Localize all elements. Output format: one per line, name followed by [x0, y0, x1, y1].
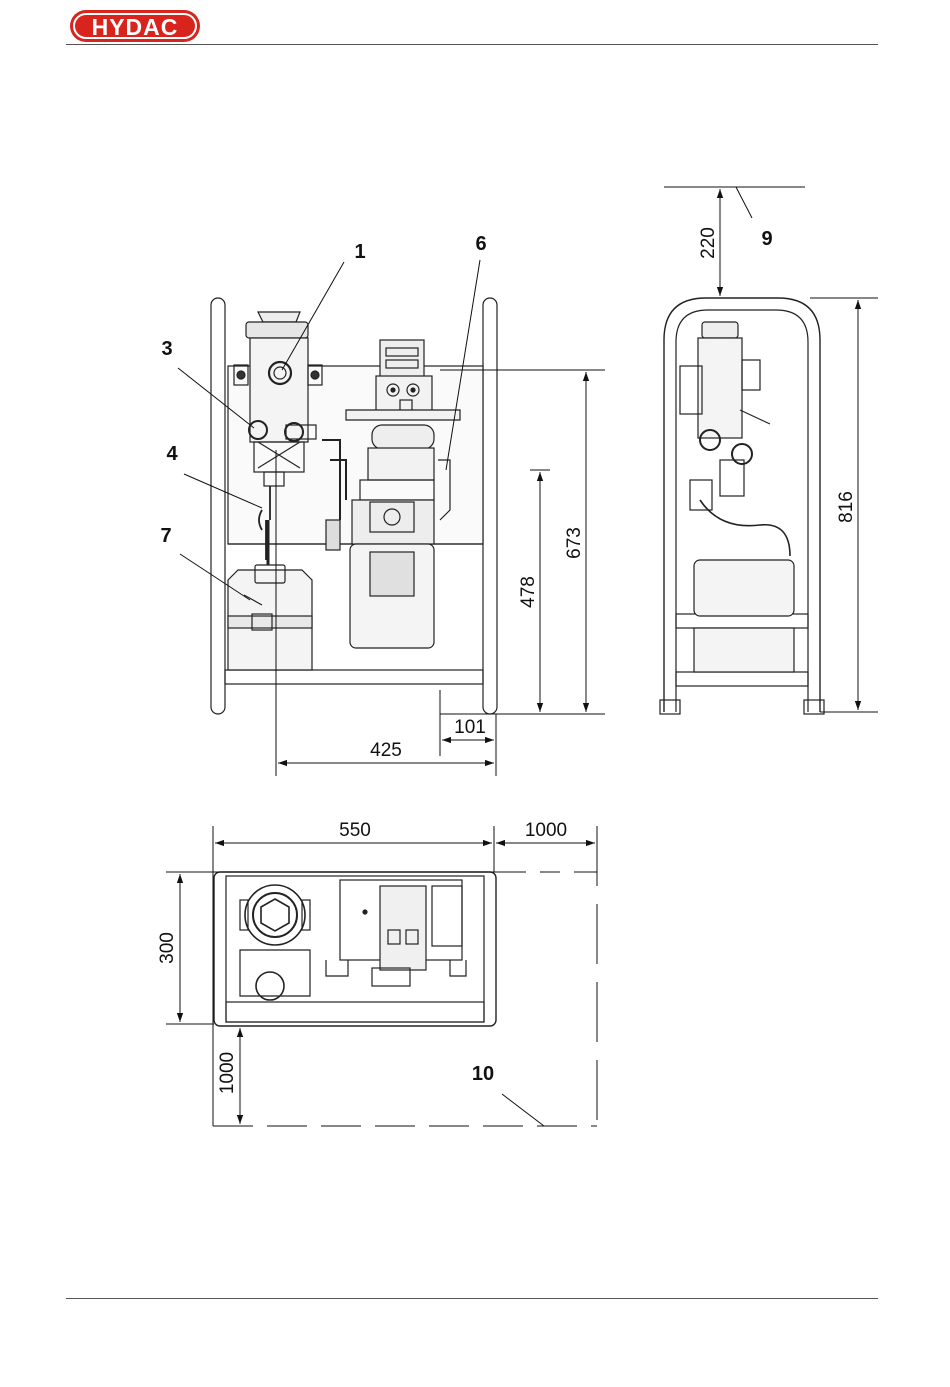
side-view: [660, 298, 824, 714]
front-view: [211, 298, 497, 714]
base-rail: [225, 670, 483, 684]
footer-rule: [66, 1298, 878, 1299]
dim-816: 816: [836, 491, 857, 523]
dim-300: 300: [157, 932, 178, 964]
callout-3: 3: [161, 338, 172, 360]
dim-478: 478: [518, 576, 539, 608]
tank: [228, 565, 312, 670]
frame-post-right: [483, 298, 497, 714]
callout-9: 9: [761, 228, 772, 250]
callout-10: 10: [472, 1063, 494, 1085]
callout-1: 1: [354, 241, 365, 263]
dim-1000-down: 1000: [217, 1052, 238, 1094]
dim-425: 425: [370, 740, 402, 761]
top-view: [214, 872, 496, 1026]
frame-post-left: [211, 298, 225, 714]
callout-4: 4: [166, 443, 178, 465]
callout-7: 7: [160, 525, 171, 547]
callout-6: 6: [475, 233, 486, 255]
dim-550: 550: [339, 820, 371, 841]
dim-220: 220: [698, 227, 719, 259]
dim-1000-right: 1000: [525, 820, 567, 841]
dim-101: 101: [454, 717, 486, 738]
dim-673: 673: [564, 527, 585, 559]
